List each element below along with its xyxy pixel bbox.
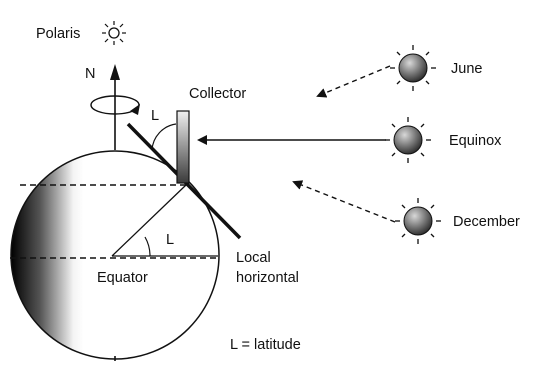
equinox-label: Equinox (449, 133, 502, 149)
december-label: December (453, 214, 520, 230)
june-ray (316, 65, 391, 98)
earth (10, 64, 220, 361)
latitude-symbol-center: L (166, 232, 174, 248)
latitude-angle-arc-center (144, 236, 151, 257)
latitude-symbol-top: L (151, 108, 159, 124)
latitude-angle-arc-top (151, 123, 177, 151)
local-horizontal-label-line2: horizontal (236, 270, 299, 286)
june-label: June (451, 61, 482, 77)
north-arrowhead (110, 64, 120, 80)
collector-label: Collector (189, 86, 246, 102)
local-horizontal-label-line1: Local (236, 250, 271, 266)
december-ray (292, 180, 396, 223)
equator-label: Equator (97, 270, 148, 286)
polaris-label: Polaris (36, 26, 80, 42)
north-label: N (85, 66, 95, 82)
sun-icon-june (390, 45, 436, 91)
polaris-star-icon (102, 21, 126, 45)
sun-icon-december (395, 198, 441, 244)
sun-icon-equinox (385, 117, 431, 163)
radius-line (111, 184, 187, 257)
collector-panel (176, 110, 190, 184)
rotation-arrow-icon (90, 95, 140, 115)
latitude-legend: L = latitude (230, 337, 301, 353)
